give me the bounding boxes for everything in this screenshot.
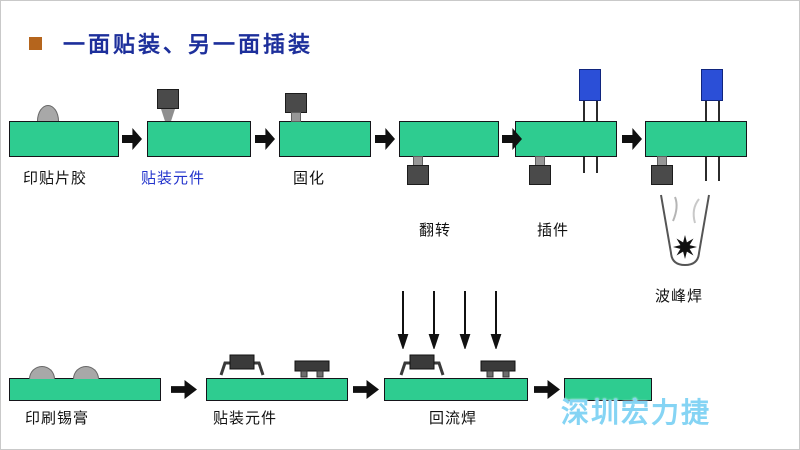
arrow-right-icon <box>122 128 142 150</box>
step-label: 固化 <box>293 170 326 187</box>
step-label: 翻转 <box>419 222 452 239</box>
pcb-board <box>9 378 161 401</box>
arrow-right-icon <box>622 128 642 150</box>
component-icon <box>407 165 429 185</box>
component-icon <box>529 165 551 185</box>
pcb-board <box>384 378 528 401</box>
capacitor-icon <box>701 69 723 101</box>
chip-component-icon <box>480 360 516 378</box>
pcb-board <box>645 121 747 157</box>
pcb-board <box>279 121 371 157</box>
arrow-right-icon <box>255 128 275 150</box>
title-bullet-icon <box>29 37 42 50</box>
pcb-board <box>147 121 251 157</box>
pcb-board <box>564 378 652 401</box>
step-label: 贴装元件 <box>213 410 278 427</box>
arrow-right-icon <box>171 380 197 399</box>
pcb-board <box>515 121 617 157</box>
adhesive-bond-icon <box>291 112 301 122</box>
component-icon <box>285 93 307 113</box>
solder-paste-icon <box>73 366 99 379</box>
smd-component-icon <box>219 354 265 376</box>
step-label: 插件 <box>537 222 570 239</box>
pcb-board <box>206 378 348 401</box>
arrow-right-icon <box>534 380 560 399</box>
step-label: 印贴片胶 <box>23 170 88 187</box>
capacitor-icon <box>579 69 601 101</box>
wave-solder-bath-icon <box>660 194 710 267</box>
placement-nozzle-tip-icon <box>161 109 175 121</box>
page-title: 一面贴装、另一面插装 <box>63 32 314 57</box>
arrow-right-icon <box>375 128 395 150</box>
watermark: 深圳宏力捷 <box>561 397 712 428</box>
placement-nozzle-icon <box>157 89 179 109</box>
smd-component-icon <box>399 354 445 376</box>
step-label: 回流焊 <box>429 410 478 427</box>
step-label: 印刷锡膏 <box>25 410 90 427</box>
pcb-board <box>399 121 499 157</box>
arrow-right-icon <box>353 380 379 399</box>
step-label: 贴装元件 <box>141 170 206 187</box>
adhesive-dot-icon <box>37 105 59 121</box>
component-icon <box>651 165 673 185</box>
pcb-board <box>9 121 119 157</box>
reflow-heat-arrows-icon <box>397 291 502 349</box>
solder-paste-icon <box>29 366 55 379</box>
step-label: 波峰焊 <box>655 288 704 305</box>
chip-component-icon <box>294 360 330 378</box>
